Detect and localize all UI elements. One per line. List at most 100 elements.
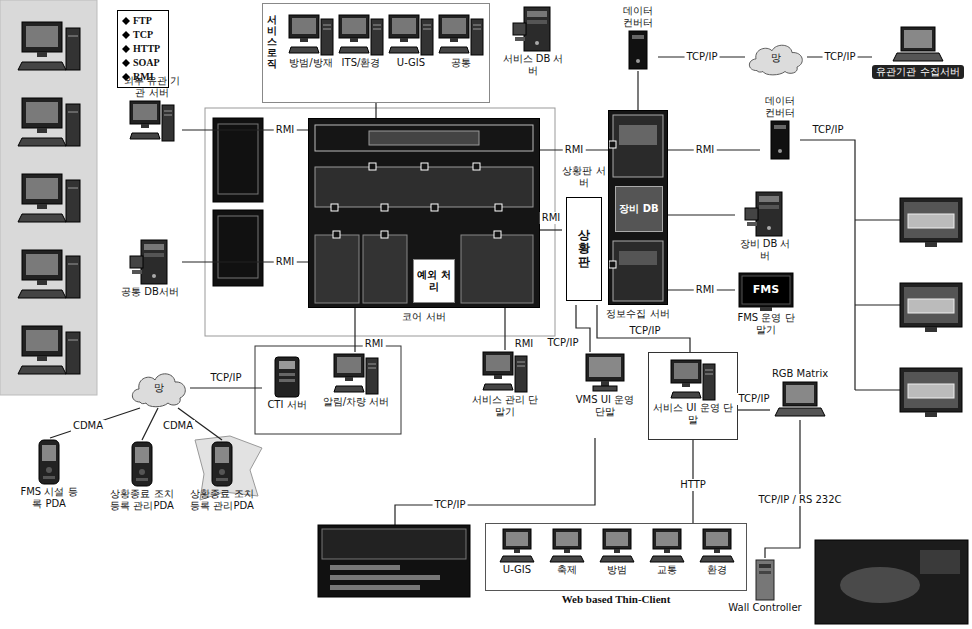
pda-device: 상황종료 조치등록 관리PDA: [108, 440, 176, 512]
core-frame: [205, 108, 555, 336]
server-icon: [438, 13, 484, 57]
wall-screen-image: [920, 550, 960, 574]
collection-server: 유관기관 수집서버: [872, 25, 964, 79]
connector: [540, 229, 562, 230]
laptop-icon: [892, 25, 944, 65]
outside-label: 정보수집 서버: [569, 308, 707, 320]
node-label: RGB Matrix: [770, 368, 830, 380]
server-icon: [129, 99, 175, 143]
interface-block: [213, 210, 263, 286]
connector: [637, 71, 638, 110]
protocol-item: FTP: [122, 14, 164, 28]
conv-icon: [768, 119, 792, 161]
connector-label: RMI: [540, 212, 563, 224]
wire: [855, 219, 900, 220]
server-rack-panel: [0, 0, 97, 395]
situation-board-box: 상황판: [566, 197, 602, 301]
diamond-bullet: [122, 59, 130, 67]
wire: [855, 389, 900, 390]
node-label: 데이터 컨버터: [760, 95, 800, 119]
pda-device: 상황종료 조치등록 관리PDA: [188, 440, 256, 512]
protocol-name: FTP: [133, 15, 152, 27]
client-pc: [18, 22, 80, 70]
pda-icon: [210, 440, 234, 488]
connector-label: HTTP: [678, 479, 708, 491]
server-icon: [670, 358, 716, 402]
data-converter: 데이터 컨버터: [618, 5, 658, 71]
node-label: 데이터 컨버터: [618, 5, 658, 29]
vms-terminal: VMS UI 운영 단말: [575, 352, 635, 418]
interface-block: [213, 118, 263, 202]
connector-label: TCP/IP: [685, 51, 720, 63]
connector-label: RMI: [694, 284, 717, 296]
wall-screen-image: [840, 567, 920, 603]
outside-label: 코어 서버: [269, 311, 579, 323]
wire-label: TCP/IP: [433, 499, 468, 511]
protocol-item: HTTP: [122, 42, 164, 56]
node-label: U-GIS: [494, 564, 540, 576]
exception-box: 예외 처리: [413, 259, 455, 303]
node-label: 환경: [694, 564, 740, 576]
db-server: 공통 DB서버: [118, 238, 182, 298]
diamond-bullet: [122, 31, 130, 39]
interface-inner: [218, 124, 258, 194]
node-label: 상황종료 조치등록 관리PDA: [188, 488, 256, 512]
dbserver-icon: [129, 238, 171, 286]
node-label: U-GIS: [386, 57, 436, 69]
server-icon: [388, 13, 434, 57]
connector: [190, 387, 262, 388]
thin-client: 축제: [544, 528, 590, 576]
node-label: 외부 유관 기관 서버: [122, 75, 182, 99]
connector-label: RMI: [513, 338, 536, 350]
protocol-item: TCP: [122, 28, 164, 42]
pc-icon: [649, 528, 685, 564]
node-label: 서비스 UI 운영 단말: [649, 402, 737, 426]
connector: [354, 308, 355, 352]
dbserver-icon: [512, 5, 554, 53]
node-label: 서비스 DB 서버: [502, 53, 564, 77]
thin-client: 환경: [694, 528, 740, 576]
monitor-icon: [583, 352, 627, 394]
protocol-name: TCP: [133, 29, 153, 41]
connector: [765, 420, 800, 558]
cti-icon: [270, 355, 304, 399]
connector-label: TCP/IP: [628, 325, 663, 337]
situation-board-server: 상황판 서버상황판: [562, 165, 606, 305]
dbserver-icon: [744, 190, 786, 238]
connector: [504, 308, 505, 350]
pda-icon: [130, 440, 154, 488]
monitor-icon: FMS: [738, 272, 794, 312]
cloud-label: 망: [154, 382, 164, 394]
pda-icon: [37, 438, 61, 486]
connector-label: TCP/IP: [823, 51, 858, 63]
thin-client: 방범: [594, 528, 640, 576]
service-server: ITS/환경: [336, 13, 386, 69]
management-terminal: 서비스 관리 단말기: [470, 350, 540, 418]
service-server: U-GIS: [386, 13, 436, 69]
service-server: 방범/방재: [286, 13, 336, 69]
rgb-matrix: RGB Matrix: [770, 368, 830, 420]
connector-label: RMI: [694, 144, 717, 156]
connector-label: RMI: [363, 338, 386, 350]
vms-sign-line: [330, 575, 440, 580]
screen-text: FMS: [753, 284, 779, 296]
equipment-db-box: 장비 DB: [615, 186, 663, 232]
node-label: CTI 서버: [262, 399, 312, 411]
thin-client-panel: Web based Thin-ClientU-GIS축제방범교통환경: [485, 523, 747, 591]
cti-server: CTI 서버: [262, 355, 312, 411]
collection-monitor: [900, 283, 962, 332]
server-icon: [482, 350, 528, 394]
laptop-icon: [774, 380, 826, 420]
server-icon: [333, 352, 379, 396]
connector: [738, 409, 770, 410]
connector-label: CDMA: [161, 420, 195, 432]
node-label: 축제: [544, 564, 590, 576]
connector-label: CDMA: [71, 420, 105, 432]
wire: [395, 438, 595, 525]
node-label: 공통: [436, 57, 486, 69]
connector: [668, 214, 735, 215]
node-label: 알림/차량 서버: [318, 396, 394, 408]
node-label: VMS UI 운영 단말: [575, 394, 635, 418]
client-pc: [18, 326, 80, 374]
